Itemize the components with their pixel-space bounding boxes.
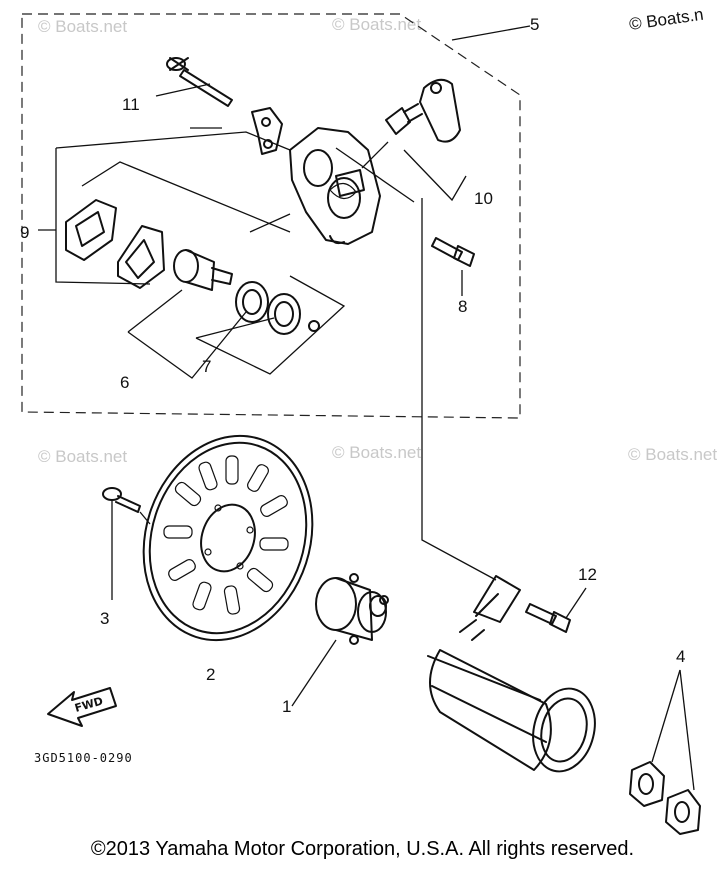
callout-10: 10	[474, 189, 493, 208]
callout-5: 5	[530, 15, 539, 34]
watermark-mid-center: © Boats.net	[332, 443, 421, 462]
callout-2: 2	[206, 665, 215, 684]
callout-7: 7	[202, 357, 211, 376]
callout-6: 6	[120, 373, 129, 392]
piston	[173, 249, 233, 291]
copyright-notice: ©2013 Yamaha Motor Corporation, U.S.A. A…	[90, 838, 635, 860]
forward-arrow: FWD	[47, 687, 117, 727]
callout-12: 12	[578, 565, 597, 584]
callout-8: 8	[458, 297, 467, 316]
pad-clip	[251, 107, 283, 155]
piston-seals-7	[235, 281, 320, 335]
watermark-mid-left: © Boats.net	[38, 447, 127, 466]
callout-1: 1	[282, 697, 291, 716]
caliper-assembly-boundary	[21, 13, 521, 419]
collars-4	[629, 669, 701, 835]
hub-1	[291, 573, 389, 707]
watermark-top-right: © Boats.n	[628, 5, 705, 34]
callout-4: 4	[676, 647, 685, 666]
disc-bolt-3	[102, 487, 151, 600]
brake-pads-9	[65, 199, 165, 289]
pin-bracket-10	[385, 78, 461, 143]
callout-9: 9	[20, 223, 29, 242]
watermark-top-left: © Boats.net	[38, 17, 127, 36]
watermark-mid-right: © Boats.net	[628, 445, 717, 464]
top-assembly-leaders	[38, 25, 531, 581]
bolt-8	[431, 237, 475, 267]
callout-3: 3	[100, 609, 109, 628]
caliper-bolt-11	[166, 57, 233, 107]
brake-disc-2	[142, 434, 314, 642]
caliper-body	[289, 127, 381, 245]
bolt-12	[525, 587, 587, 633]
watermark-top-center: © Boats.net	[332, 15, 421, 34]
callout-11: 11	[122, 95, 140, 114]
starter-motor	[427, 575, 596, 773]
diagram-code: 3GD5100-0290	[34, 751, 133, 765]
